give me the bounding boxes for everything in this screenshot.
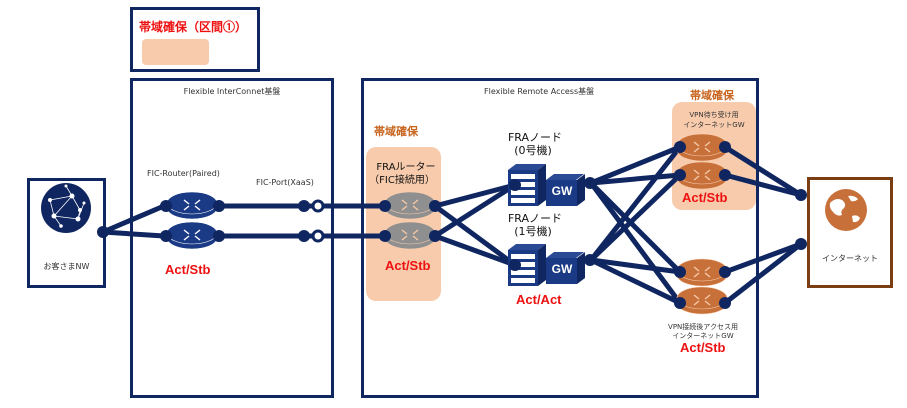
fra-router-status: Act/Stb <box>385 258 431 273</box>
link-n0-vpna2 <box>588 180 683 306</box>
connector-dots <box>97 141 807 309</box>
fra-router-label-line1: FRAルーター <box>376 162 436 173</box>
network-globe-icon <box>41 183 91 233</box>
vpn-wait-gw-bandwidth-label: 帯域確保 <box>690 89 734 102</box>
link-n1-vpna1 <box>588 257 683 275</box>
fic-port-upper <box>298 199 325 213</box>
vpn-wait-gw-status: Act/Stb <box>682 190 728 205</box>
fic-router-upper <box>166 191 218 220</box>
link-fra-r2-n1 <box>432 233 518 268</box>
link-customer-fic-upper <box>100 203 167 235</box>
link-n1-vpnw1 <box>588 144 683 263</box>
vpn-wait-gw-label-line2: インターネットGW <box>683 121 745 129</box>
fic-platform-title: Flexible InterConnet基盤 <box>183 87 281 96</box>
legend-swatch <box>142 39 209 65</box>
link-n0-vpnw1 <box>588 144 683 186</box>
fra-router-upper <box>384 191 436 220</box>
fic-port-lower <box>298 229 325 243</box>
fra-router-label-line2: （FIC接続用） <box>369 175 435 186</box>
link-customer-fic-lower <box>100 229 167 239</box>
customer-network-label: お客さまNW <box>43 262 90 271</box>
fic-router-label: FIC-Router(Paired) <box>147 169 220 178</box>
vpn-access-gw-label-line1: VPN接続後アクセス用 <box>668 323 738 331</box>
link-fra-r1-n0 <box>432 182 518 209</box>
fic-status: Act/Stb <box>165 262 211 277</box>
link-vpnw2-internet <box>722 172 804 198</box>
fra-node-1-label-line1: FRAノード <box>507 212 563 225</box>
links <box>100 144 804 306</box>
link-vpna1-internet <box>722 241 804 275</box>
link-fra-r1-n1 <box>432 203 518 268</box>
link-vpnw1-internet <box>722 144 804 198</box>
legend-title: 帯域確保（区間①） <box>139 20 248 34</box>
fra-node-0-label-line1: FRAノード <box>507 131 563 144</box>
router-arrows-icon <box>183 199 201 241</box>
link-n0-vpna1 <box>588 180 683 275</box>
fra-node-0-label-line2: (0号機) <box>514 144 552 157</box>
fra-node-0 <box>508 164 585 206</box>
vpn-access-gw-status: Act/Stb <box>680 340 726 355</box>
link-n1-vpnw2 <box>588 172 683 263</box>
earth-globe-icon <box>825 189 867 231</box>
vpn-access-gw-label-line2: インターネットGW <box>672 332 734 340</box>
fra-platform-title: Flexible Remote Access基盤 <box>484 87 595 96</box>
fra-node-1-label-line2: (1号機) <box>514 225 552 238</box>
internet-label: インターネット <box>822 254 878 263</box>
link-fra-r2-n0 <box>432 182 518 239</box>
vpn-wait-gw-label-line1: VPN待ち受け用 <box>689 111 739 119</box>
fra-nodes-status: Act/Act <box>516 292 562 307</box>
gw-badge-node-0: GW <box>551 184 573 198</box>
legend-box: 帯域確保（区間①） <box>130 7 260 72</box>
fra-router-lower <box>384 221 436 250</box>
gw-badge-node-1: GW <box>551 262 573 276</box>
link-n0-vpnw2 <box>588 172 683 186</box>
link-vpna2-internet <box>722 241 804 306</box>
fra-router-bandwidth-label: 帯域確保 <box>374 125 418 138</box>
fic-port-label: FIC-Port(XaaS) <box>256 178 314 187</box>
fic-router-lower <box>166 221 218 250</box>
link-n1-vpna2 <box>588 257 683 306</box>
